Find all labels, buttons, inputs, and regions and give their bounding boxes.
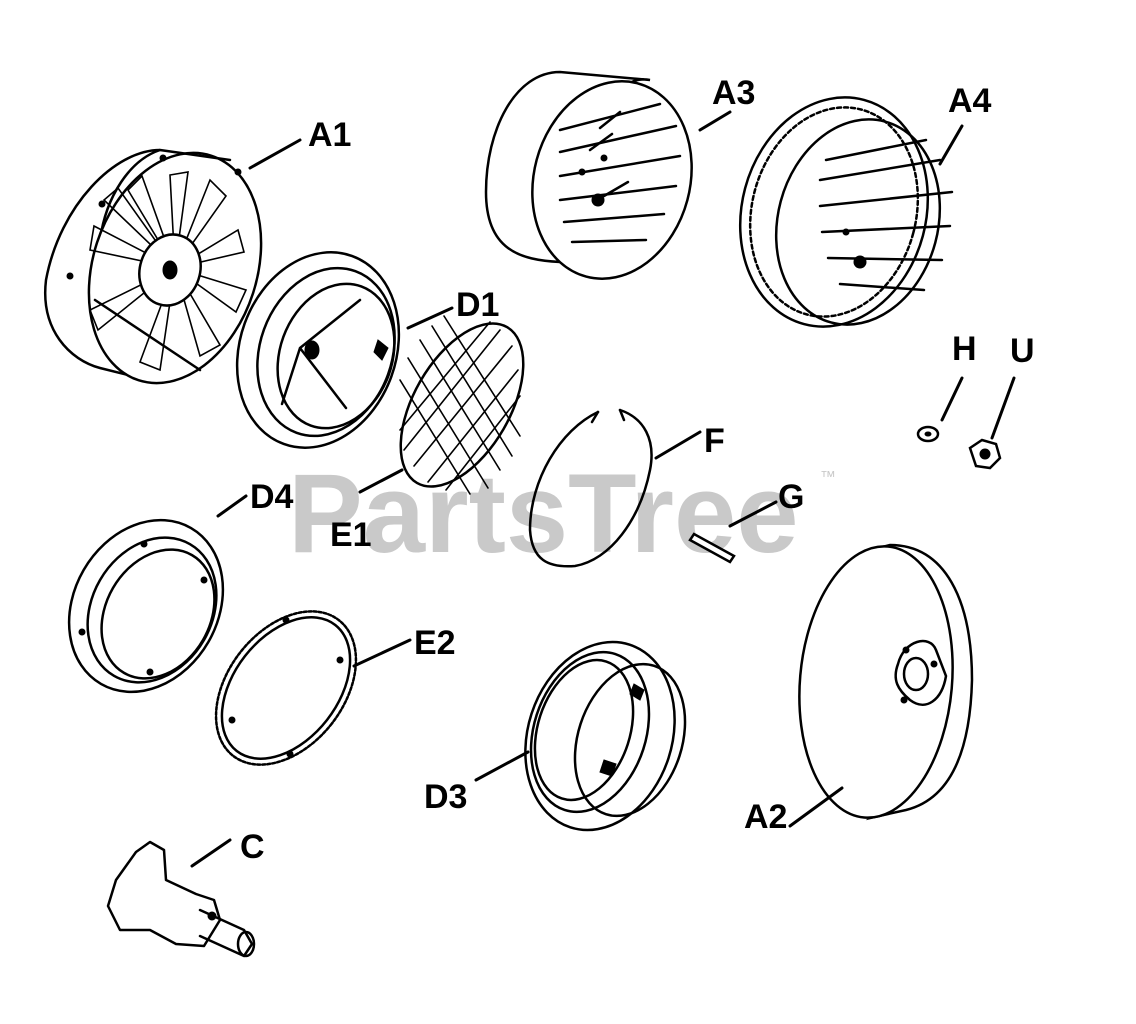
label-e1[interactable]: E1 [330,516,372,554]
label-a1[interactable]: A1 [308,116,351,154]
part-a4-ring-gear-flywheel[interactable] [715,76,962,348]
leader-d3 [474,750,530,782]
label-d1[interactable]: D1 [456,286,499,324]
part-a3-flywheel[interactable] [484,63,713,297]
label-u[interactable]: U [1010,332,1035,370]
leader-a1 [248,138,302,170]
part-h-washer[interactable] [916,425,940,443]
part-d3-drive-pulley[interactable] [502,622,704,849]
label-h[interactable]: H [952,330,977,368]
leader-c [190,838,232,868]
label-a4[interactable]: A4 [948,82,992,120]
leader-e1 [358,468,404,494]
leader-u [990,376,1016,440]
part-u-nut[interactable] [968,438,1002,470]
leader-a3 [698,110,732,132]
label-a2[interactable]: A2 [744,798,787,836]
leader-d4 [216,494,248,518]
part-g-pin[interactable] [688,532,736,564]
part-d1-pulley[interactable] [211,229,426,470]
leader-f [654,430,702,460]
leader-d1 [406,306,454,330]
part-e1-screen[interactable] [375,303,548,507]
leader-h [940,376,964,422]
leader-g [728,500,778,528]
trademark-symbol: ™ [820,469,836,486]
label-d4[interactable]: D4 [250,478,294,516]
leader-e2 [352,638,412,668]
part-a2-drum[interactable] [788,540,974,824]
label-g[interactable]: G [778,478,804,516]
label-e2[interactable]: E2 [414,624,456,662]
part-f-spring-clip[interactable] [528,408,653,568]
label-f[interactable]: F [704,422,725,460]
part-a1-fan-housing[interactable] [43,130,289,405]
label-c[interactable]: C [240,828,265,866]
part-c-shaft[interactable] [106,840,256,958]
leader-a4 [938,124,964,166]
leader-a2 [788,786,844,828]
label-d3[interactable]: D3 [424,778,467,816]
label-a3[interactable]: A3 [712,74,755,112]
part-d4-ring[interactable] [39,492,254,720]
part-e2-gasket[interactable] [187,585,384,792]
